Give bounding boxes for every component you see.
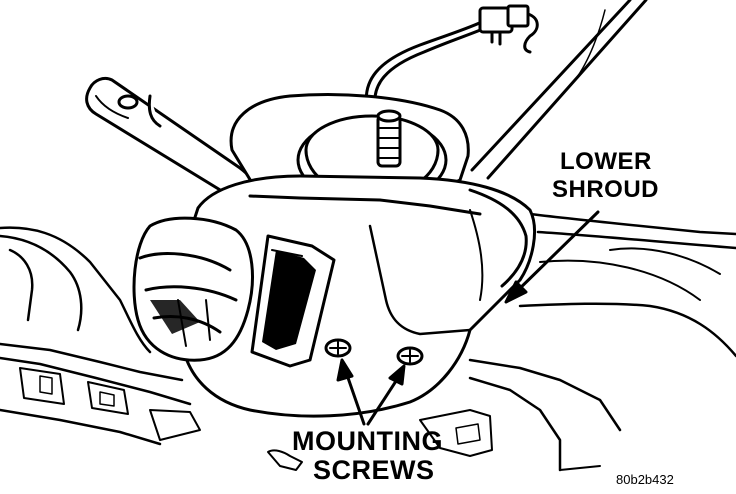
lower-shroud-leader-arrow [504, 210, 600, 304]
mounting-screws-label-line2: SCREWS [313, 455, 435, 485]
mounting-screws-leader-arrows [336, 358, 406, 426]
steering-column-shaft [470, 0, 648, 180]
multifunction-stalk [85, 76, 254, 201]
lower-shroud-label-line1: LOWER [560, 148, 652, 175]
wiring-connector [364, 4, 539, 114]
mounting-screw-left [324, 338, 352, 358]
lower-shroud-label-line2: SHROUD [552, 176, 660, 203]
lower-shroud [178, 174, 537, 418]
figure-id: 80b2b432 [616, 472, 674, 487]
instrument-panel [0, 212, 736, 472]
mounting-screw-right [396, 346, 424, 366]
switch-knob [132, 216, 254, 362]
mounting-screws-label-line1: MOUNTING [292, 426, 443, 456]
